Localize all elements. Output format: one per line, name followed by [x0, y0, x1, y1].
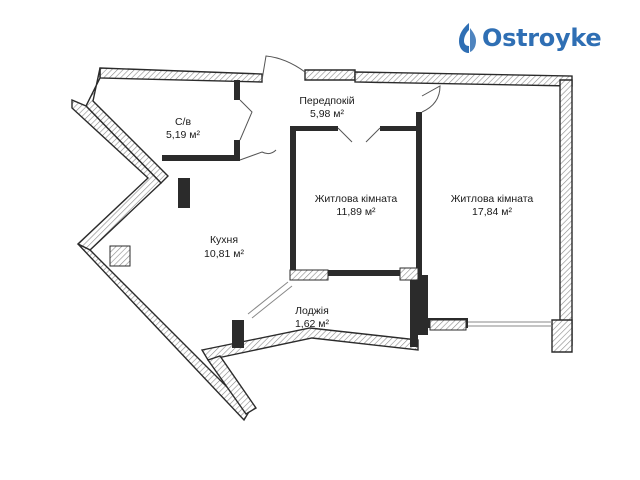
exterior-walls — [71, 67, 573, 422]
door-bathroom — [239, 99, 253, 141]
wall-room1-top — [290, 126, 338, 131]
block-kitchen-col — [109, 245, 131, 267]
brand-drop-icon — [459, 23, 476, 53]
room-name-kitchen: Кухня — [210, 234, 238, 246]
wall-loggia-southwest — [206, 355, 258, 415]
room-name-living-2: Житлова кімната — [451, 193, 534, 205]
room-area-living-1: 11,89 м² — [336, 206, 376, 218]
wall-room1-top-right — [380, 126, 422, 131]
room-name-loggia: Лоджія — [295, 305, 329, 317]
room-area-living-2: 17,84 м² — [472, 206, 512, 218]
room-area-bathroom: 5,19 м² — [166, 129, 201, 141]
windows — [247, 281, 552, 327]
room-area-hallway: 5,98 м² — [310, 108, 345, 120]
wall-room1-room2 — [416, 112, 422, 278]
block-room2-bottom — [429, 319, 467, 331]
window-kitchen-loggia — [247, 281, 289, 315]
block-room2-corner — [399, 267, 419, 281]
wall-bathroom-east-lower — [234, 140, 240, 160]
wall-room2-south-stub — [418, 275, 428, 335]
brand-name: Ostroyke — [482, 24, 602, 52]
room-name-living-1: Житлова кімната — [315, 193, 398, 205]
room-name-bathroom: С/в — [175, 116, 192, 128]
wall-bathroom-south — [162, 155, 240, 161]
wall-west-diagonal — [71, 98, 162, 251]
room-area-kitchen: 10,81 м² — [204, 248, 244, 260]
wall-bathroom-east — [234, 80, 240, 100]
door-room1-left — [337, 127, 353, 143]
wall-top-far — [354, 71, 573, 87]
wall-north-left — [99, 67, 263, 83]
block-room1-south — [289, 269, 329, 281]
room-name-hallway: Передпокій — [299, 95, 354, 107]
doors — [239, 55, 441, 161]
wall-southwest-diagonal — [77, 243, 251, 422]
wall-kitchen-stub — [232, 320, 244, 348]
room-labels: Передпокій 5,98 м² С/в 5,19 м² Житлова к… — [166, 95, 533, 330]
door-room1-right — [365, 127, 381, 143]
wall-east-bottom — [551, 319, 573, 353]
brand-logo: Ostroyke — [458, 20, 602, 56]
room-area-loggia: 1,62 м² — [295, 318, 330, 330]
wall-room1-south — [290, 270, 422, 276]
wall-loggia-east — [410, 275, 418, 347]
window-kitchen-loggia-2 — [251, 285, 293, 319]
wall-kitchen-counter — [178, 178, 190, 208]
wall-east — [559, 79, 573, 346]
wall-hall-room1 — [290, 128, 296, 276]
door-kitchen — [239, 149, 277, 161]
door-hall-room2 — [421, 85, 441, 113]
wall-top-right — [304, 69, 356, 81]
door-entrance — [261, 55, 306, 81]
wall-fill-blocks — [109, 245, 467, 331]
